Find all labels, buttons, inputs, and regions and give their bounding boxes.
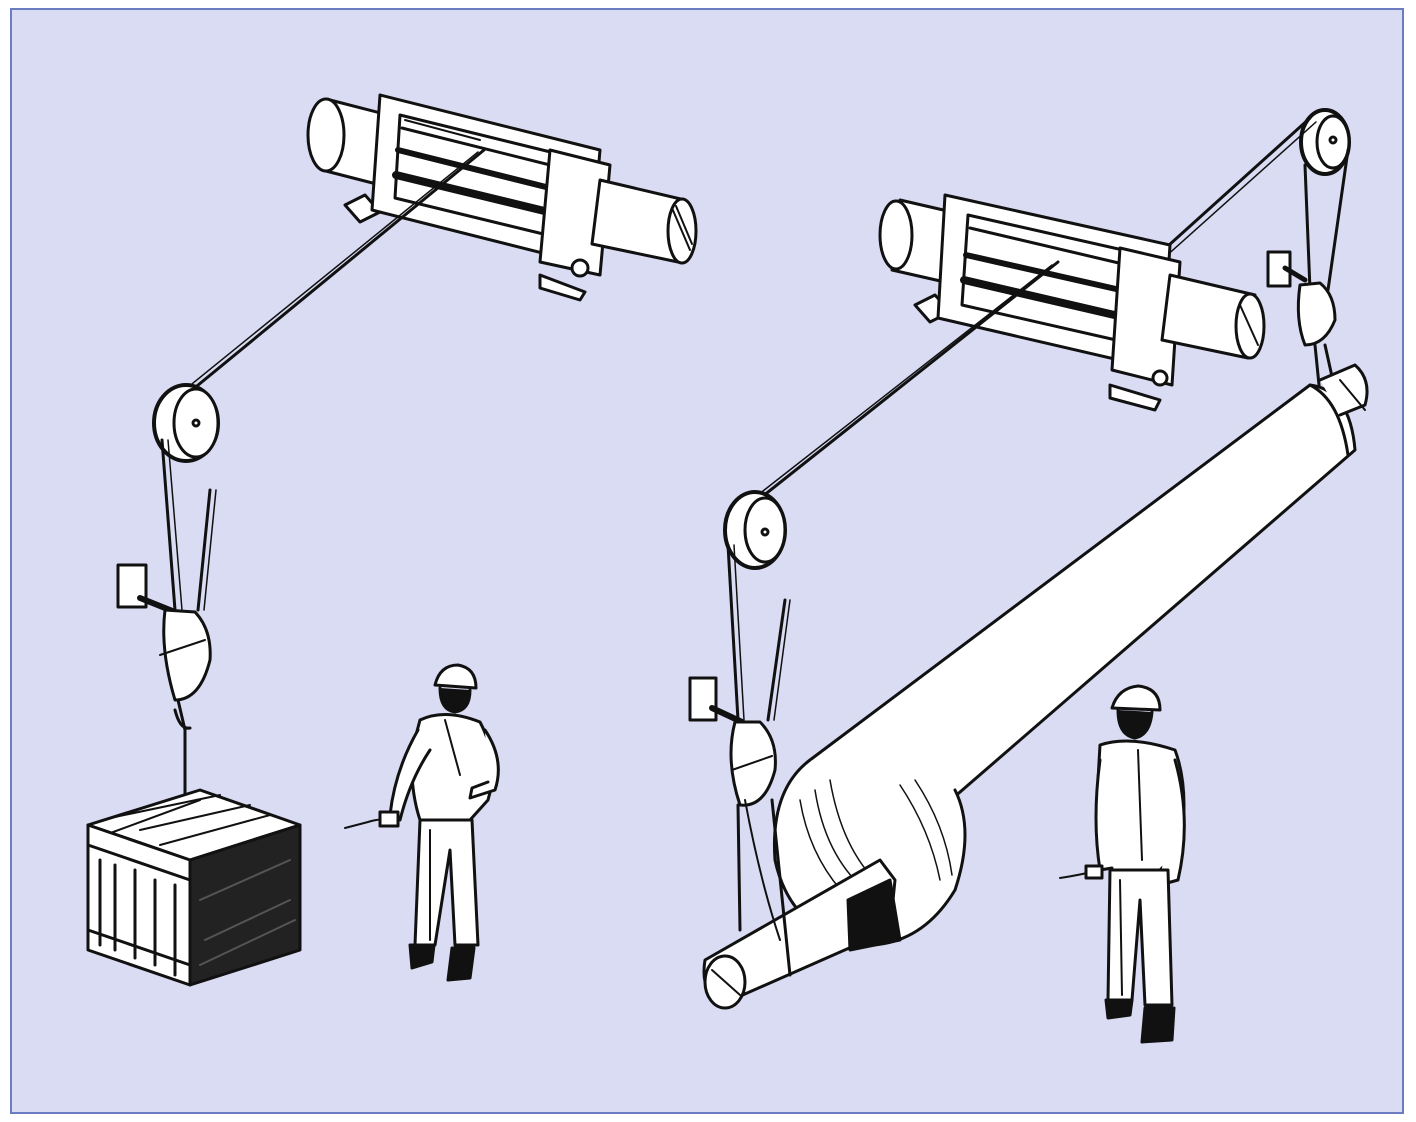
- crate-icon: [86, 788, 302, 987]
- illustration-frame: [10, 8, 1404, 1114]
- right-cable: [756, 260, 1060, 502]
- right-winch-icon: [878, 193, 1266, 412]
- roller-icon: [702, 363, 1369, 1010]
- left-cable: [184, 148, 486, 397]
- left-hoist-block-icon: [116, 563, 212, 732]
- right-far-hoist-icon: [1266, 250, 1337, 397]
- left-pulley-icon: [152, 383, 220, 463]
- left-winch-icon: [306, 93, 698, 302]
- top-right-cable: [1156, 116, 1312, 257]
- right-worker-icon: [1059, 684, 1186, 1044]
- top-right-pulley-icon: [1299, 108, 1351, 176]
- right-near-hoist-icon: [688, 676, 777, 807]
- right-near-pulley-icon: [723, 490, 787, 570]
- left-worker-icon: [344, 663, 500, 982]
